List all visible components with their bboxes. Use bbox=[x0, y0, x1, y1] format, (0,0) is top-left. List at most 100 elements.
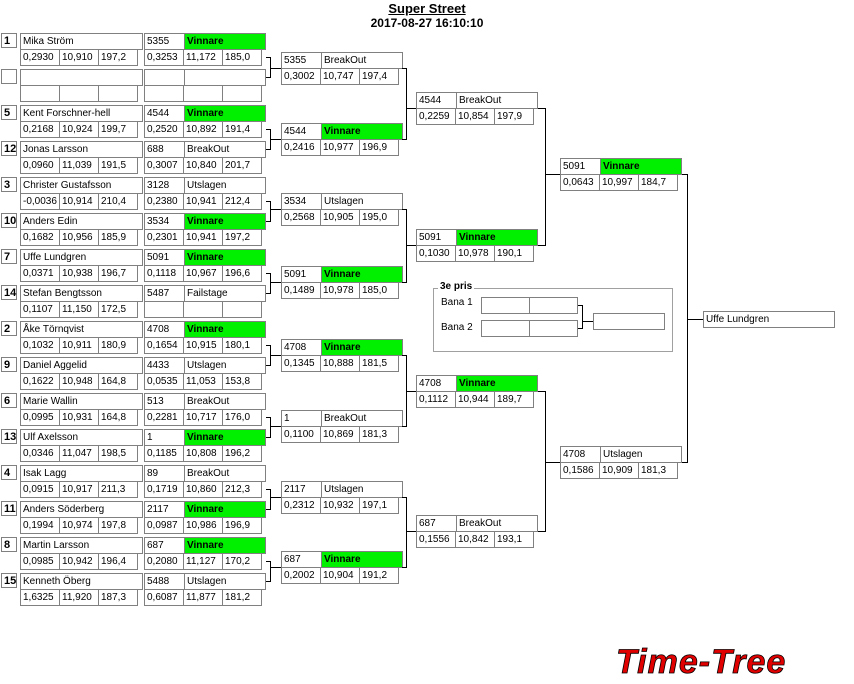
r4-2-stats-speed: 181,3 bbox=[638, 462, 678, 479]
entry-13-stats-reaction: 0,0915 bbox=[20, 481, 60, 498]
entry-12-stats-et: 11,047 bbox=[59, 445, 99, 462]
r2-1-stats-speed: 197,4 bbox=[359, 68, 399, 85]
bracket-line bbox=[270, 355, 281, 356]
entry-15-round-speed: 170,2 bbox=[222, 553, 262, 570]
entry-12-stats-reaction: 0,0346 bbox=[20, 445, 60, 462]
r4-1-stats-et: 10,997 bbox=[599, 174, 639, 191]
entry-2-stats-reaction bbox=[20, 85, 60, 102]
r3-3-id: 4708 bbox=[416, 375, 457, 392]
entry-7-stats-reaction: 0,0371 bbox=[20, 265, 60, 282]
bracket-line bbox=[538, 391, 546, 392]
lane-2-label: Bana 2 bbox=[441, 322, 473, 333]
r3-4-result: BreakOut bbox=[456, 515, 538, 532]
r2-8-stats-speed: 191,2 bbox=[359, 567, 399, 584]
entry-4-id: 688 bbox=[144, 141, 185, 158]
bracket-line bbox=[270, 68, 281, 69]
bracket-line bbox=[270, 567, 281, 568]
bracket-line bbox=[270, 561, 271, 582]
r2-3-stats-reaction: 0,2568 bbox=[281, 209, 321, 226]
bracket-line bbox=[270, 273, 271, 294]
entry-8-id: 5487 bbox=[144, 285, 185, 302]
r2-4-stats-reaction: 0,1489 bbox=[281, 282, 321, 299]
entry-16-seed: 15 bbox=[1, 573, 17, 588]
bracket-line bbox=[266, 57, 271, 58]
entry-8-round-reaction bbox=[144, 301, 184, 318]
r3-3-stats-speed: 189,7 bbox=[494, 391, 534, 408]
r2-7-id: 2117 bbox=[281, 481, 322, 498]
entry-5-id: 3128 bbox=[144, 177, 185, 194]
bracket-line bbox=[406, 497, 407, 568]
r3-3-stats-reaction: 0,1112 bbox=[416, 391, 456, 408]
entry-13-round-speed: 212,3 bbox=[222, 481, 262, 498]
r3-2-stats-speed: 190,1 bbox=[494, 245, 534, 262]
bracket-line bbox=[266, 221, 271, 222]
entry-16-name: Kenneth Öberg bbox=[20, 573, 143, 590]
bracket-line bbox=[266, 129, 271, 130]
r2-4-id: 5091 bbox=[281, 266, 322, 283]
r2-1-result: BreakOut bbox=[321, 52, 403, 69]
bracket-line bbox=[682, 174, 688, 175]
entry-7-result: Vinnare bbox=[184, 249, 266, 266]
entry-14-round-reaction: 0,0987 bbox=[144, 517, 184, 534]
entry-9-round-speed: 180,1 bbox=[222, 337, 262, 354]
bracket-line bbox=[270, 282, 281, 283]
entry-6-stats-reaction: 0,1682 bbox=[20, 229, 60, 246]
bracket-line bbox=[406, 68, 407, 140]
entry-11-round-speed: 176,0 bbox=[222, 409, 262, 426]
bracket-line bbox=[687, 319, 703, 320]
entry-11-name: Marie Wallin bbox=[20, 393, 143, 410]
entry-10-id: 4433 bbox=[144, 357, 185, 374]
r2-3-stats-speed: 195,0 bbox=[359, 209, 399, 226]
entry-7-stats-et: 10,938 bbox=[59, 265, 99, 282]
r3-2-stats-et: 10,978 bbox=[455, 245, 495, 262]
entry-8-seed: 14 bbox=[1, 285, 17, 300]
r3-1-result: BreakOut bbox=[456, 92, 538, 109]
bracket-line bbox=[270, 489, 271, 510]
r3-1-id: 4544 bbox=[416, 92, 457, 109]
entry-3-round-reaction: 0,2520 bbox=[144, 121, 184, 138]
entry-2-round-speed bbox=[222, 85, 262, 102]
event-title: Super Street bbox=[388, 1, 466, 16]
entry-10-stats-et: 10,948 bbox=[59, 373, 99, 390]
lane-1-label: Bana 1 bbox=[441, 297, 473, 308]
bracket-line bbox=[545, 462, 560, 463]
entry-8-round-speed bbox=[222, 301, 262, 318]
entry-12-name: Ulf Axelsson bbox=[20, 429, 143, 446]
bracket-line bbox=[406, 245, 416, 246]
r2-8-stats-reaction: 0,2002 bbox=[281, 567, 321, 584]
bracket-line bbox=[266, 489, 271, 490]
bracket-line bbox=[270, 209, 281, 210]
entry-5-result: Utslagen bbox=[184, 177, 266, 194]
entry-4-stats-speed: 191,5 bbox=[98, 157, 138, 174]
entry-9-seed: 2 bbox=[1, 321, 17, 336]
entry-4-stats-et: 11,039 bbox=[59, 157, 99, 174]
entry-11-stats-speed: 164,8 bbox=[98, 409, 138, 426]
r4-1-stats-reaction: 0,0643 bbox=[560, 174, 600, 191]
entry-4-name: Jonas Larsson bbox=[20, 141, 143, 158]
third-place-group bbox=[433, 288, 673, 352]
entry-11-id: 513 bbox=[144, 393, 185, 410]
entry-1-name: Mika Ström bbox=[20, 33, 143, 50]
r3-2-stats-reaction: 0,1030 bbox=[416, 245, 456, 262]
entry-9-round-reaction: 0,1654 bbox=[144, 337, 184, 354]
entry-13-seed: 4 bbox=[1, 465, 17, 480]
r2-2-stats-speed: 196,9 bbox=[359, 139, 399, 156]
bracket-line bbox=[266, 417, 271, 418]
bracket-line bbox=[545, 108, 546, 246]
r3-4-id: 687 bbox=[416, 515, 457, 532]
entry-9-round-et: 10,915 bbox=[183, 337, 223, 354]
entry-1-round-reaction: 0,3253 bbox=[144, 49, 184, 66]
entry-15-stats-et: 10,942 bbox=[59, 553, 99, 570]
entry-2-round-reaction bbox=[144, 85, 184, 102]
bracket-line bbox=[406, 391, 416, 392]
r2-5-id: 4708 bbox=[281, 339, 322, 356]
r2-6-stats-speed: 181,3 bbox=[359, 426, 399, 443]
entry-14-stats-et: 10,974 bbox=[59, 517, 99, 534]
entry-14-round-speed: 196,9 bbox=[222, 517, 262, 534]
entry-3-stats-reaction: 0,2168 bbox=[20, 121, 60, 138]
entry-3-round-et: 10,892 bbox=[183, 121, 223, 138]
r3-4-stats-reaction: 0,1556 bbox=[416, 531, 456, 548]
entry-5-stats-speed: 210,4 bbox=[98, 193, 138, 210]
r3-3-stats-et: 10,944 bbox=[455, 391, 495, 408]
entry-4-stats-reaction: 0,0960 bbox=[20, 157, 60, 174]
